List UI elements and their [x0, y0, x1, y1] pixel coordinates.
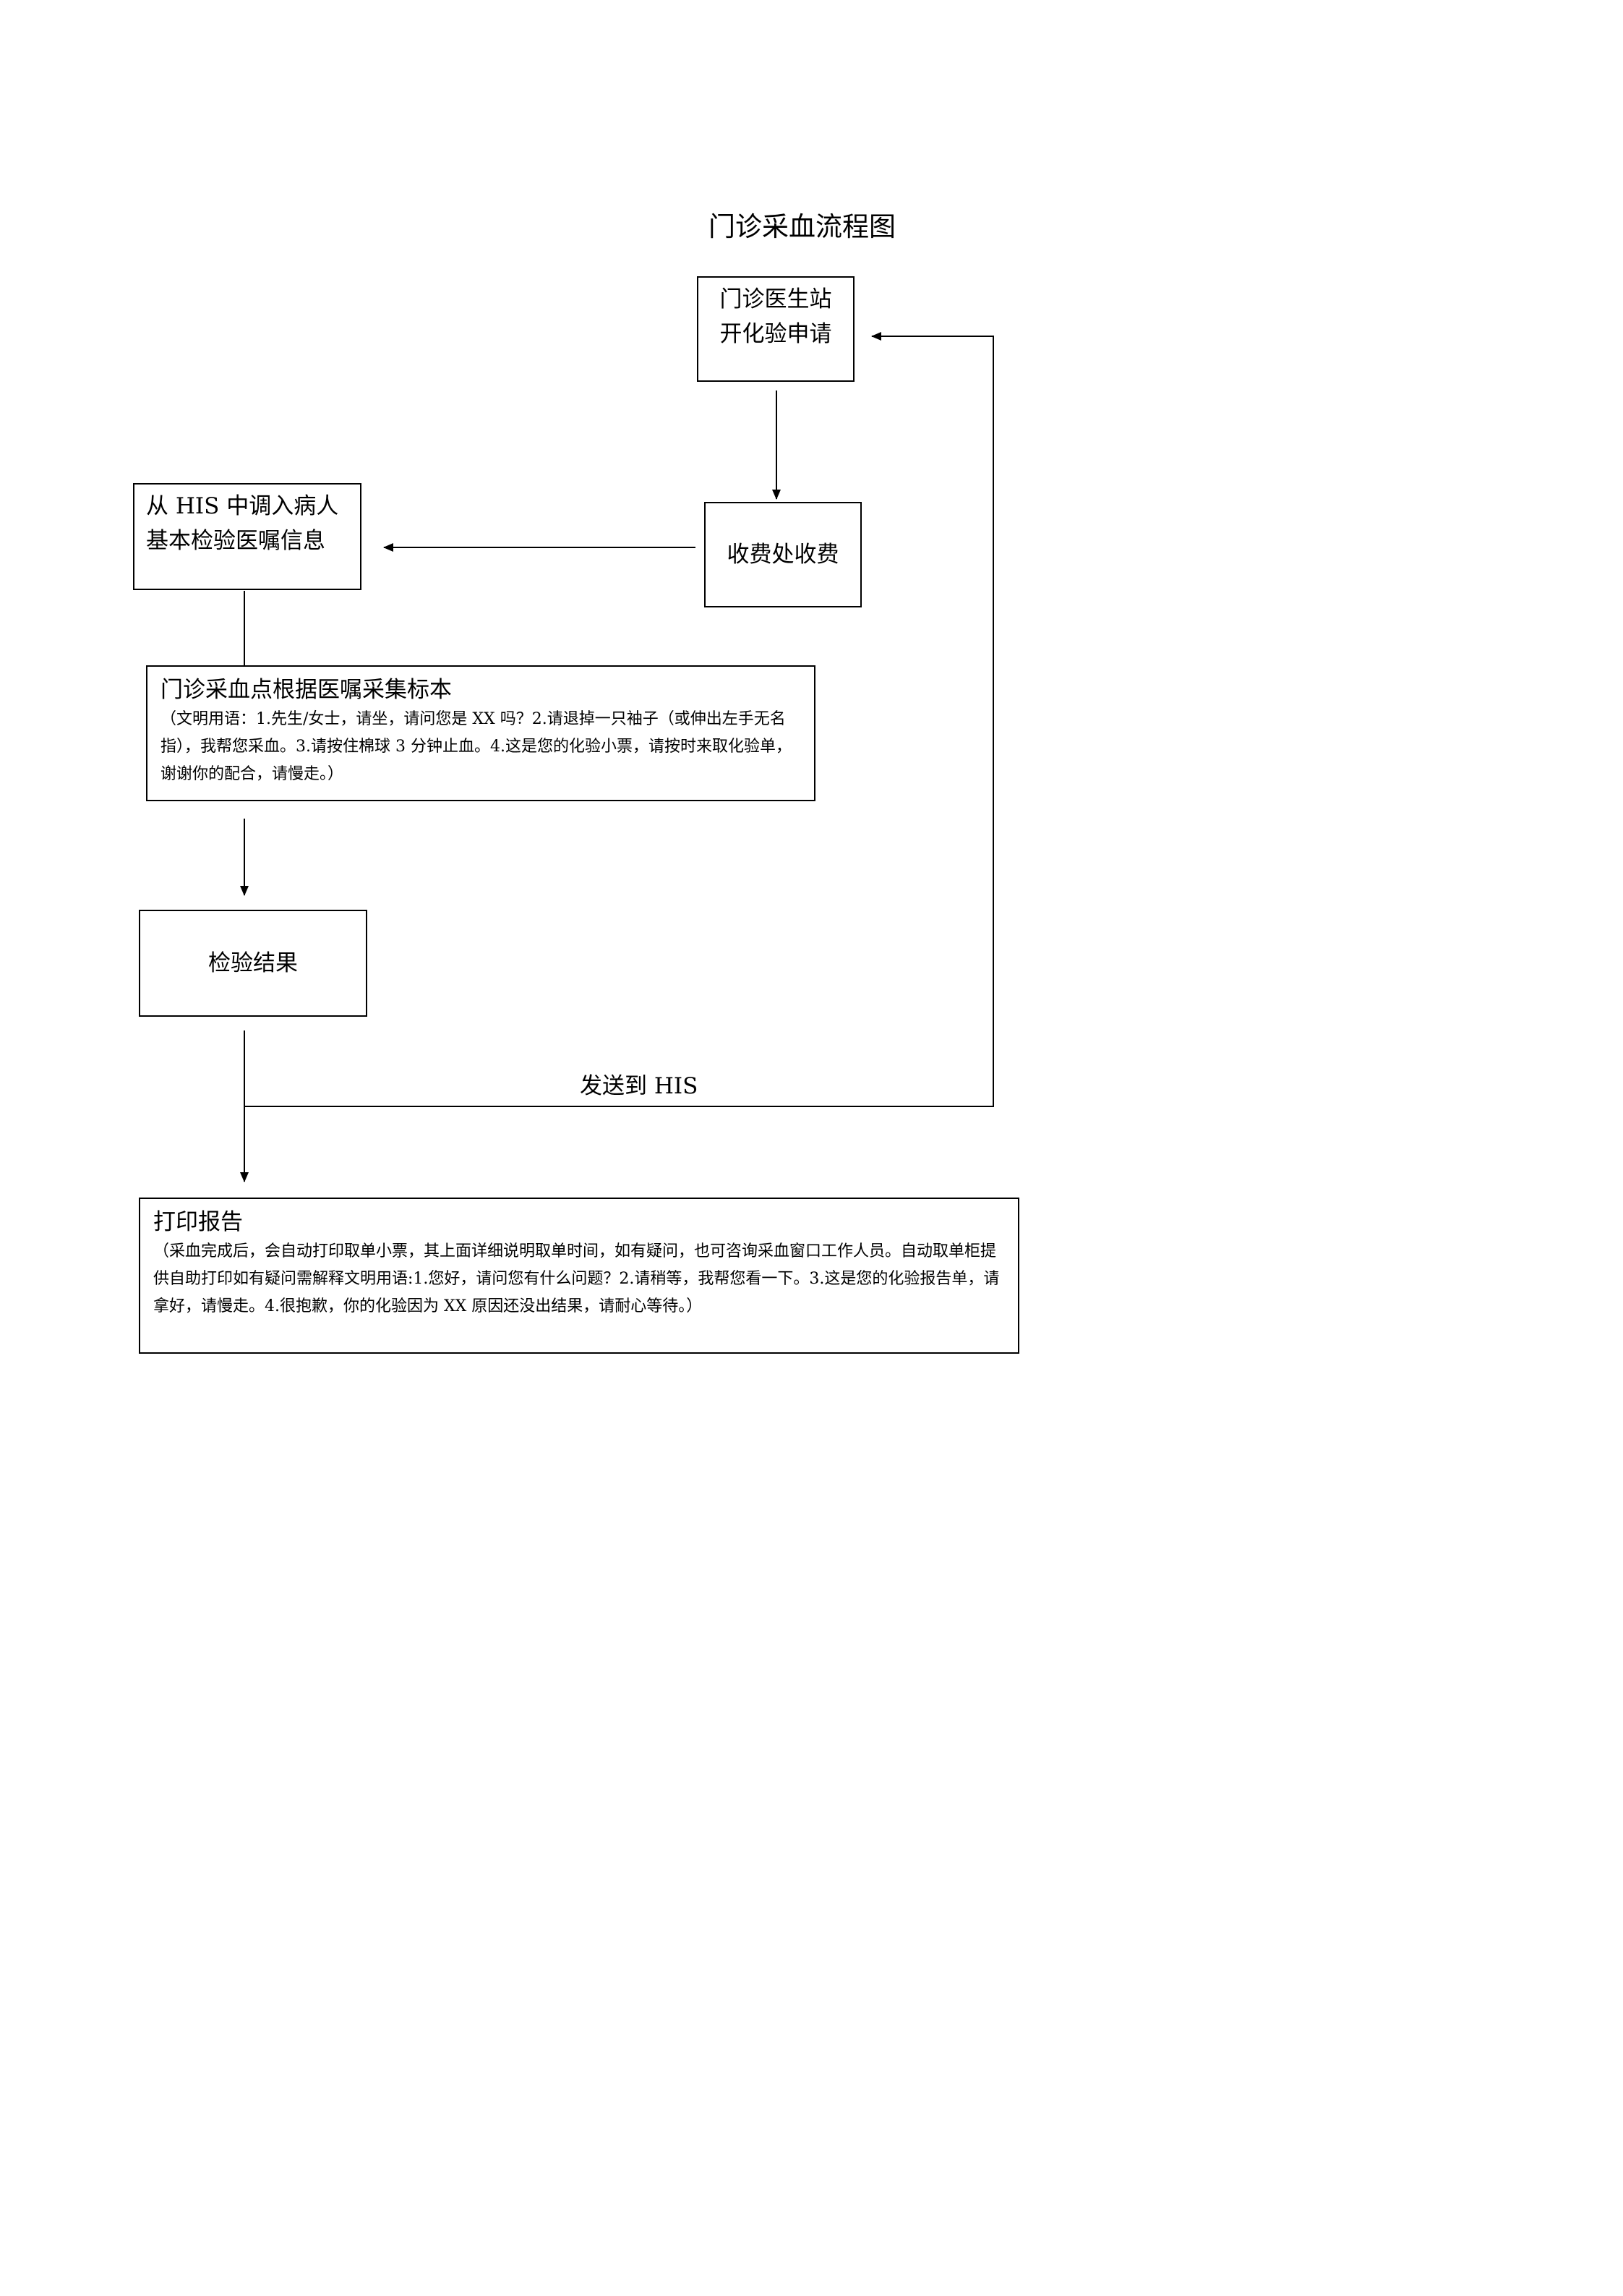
send-to-his-label: 发送到 HIS [580, 1073, 698, 1099]
his-import-line-2: 基本检验医嘱信息 [146, 528, 325, 554]
edge-send-to-his [244, 332, 994, 1107]
blood-collection-note: （文明用语：1.先生/女士，请坐，请问您是 XX 吗？2.请退掉一只袖子（或伸出… [160, 710, 792, 783]
print-report-heading: 打印报告 [153, 1209, 243, 1235]
diagram-title: 门诊采血流程图 [708, 211, 896, 242]
node-payment: 收费处收费 [704, 502, 862, 607]
node-blood-collection: 门诊采血点根据医嘱采集标本 （文明用语：1.先生/女士，请坐，请问您是 XX 吗… [146, 665, 815, 801]
node-his-import: 从 HIS 中调入病人 基本检验医嘱信息 [133, 483, 361, 590]
his-import-line-1: 从 HIS 中调入病人 [146, 493, 339, 519]
blood-collection-heading: 门诊采血点根据医嘱采集标本 [160, 677, 452, 703]
node-doctor-station: 门诊医生站 开化验申请 [697, 276, 855, 382]
payment-label: 收费处收费 [727, 542, 839, 568]
node-test-result: 检验结果 [139, 910, 367, 1017]
node-print-report: 打印报告 （采血完成后，会自动打印取单小票，其上面详细说明取单时间，如有疑问，也… [139, 1198, 1019, 1354]
doctor-station-line-2: 开化验申请 [719, 321, 832, 347]
test-result-label: 检验结果 [208, 950, 298, 976]
doctor-station-line-1: 门诊医生站 [719, 286, 832, 312]
print-report-note: （采血完成后，会自动打印取单小票，其上面详细说明取单时间，如有疑问，也可咨询采血… [153, 1242, 1000, 1315]
